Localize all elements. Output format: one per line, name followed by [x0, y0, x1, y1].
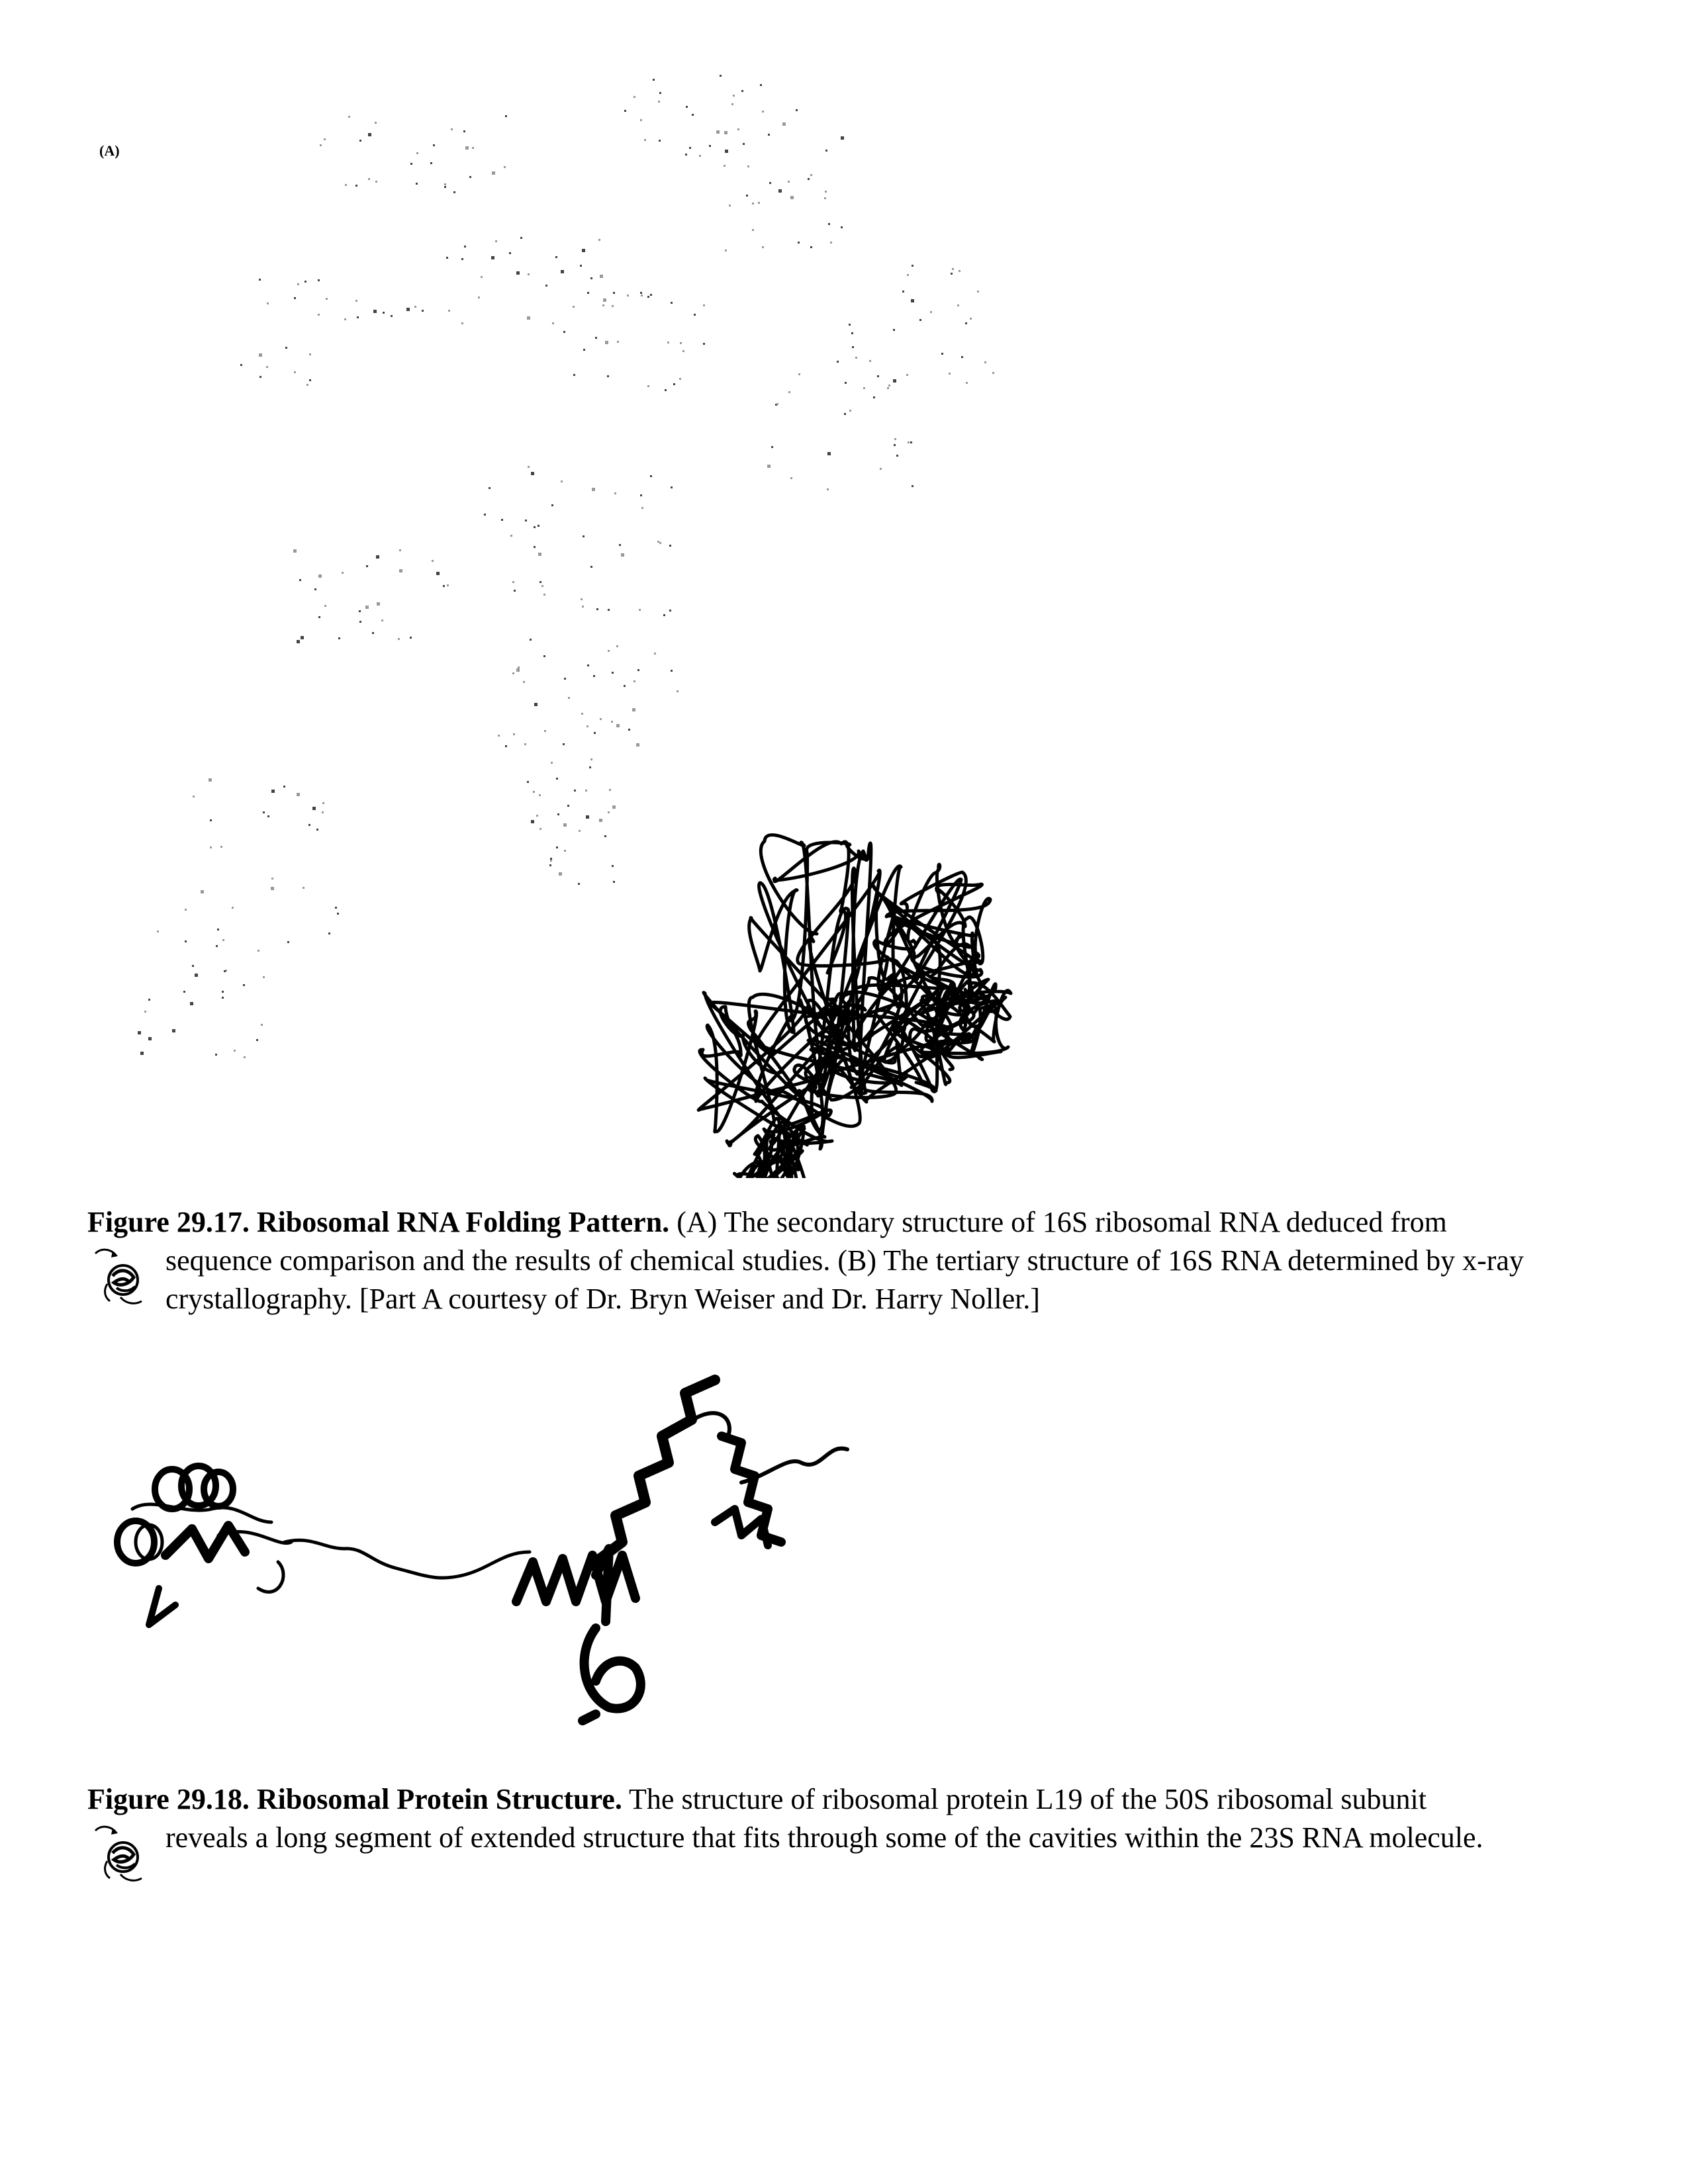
helix-lower: [578, 1623, 645, 1725]
ribosomal-protein-figure: [114, 1375, 849, 1725]
rrna-folding-figure: [138, 75, 1013, 1178]
panel-a-label: (A): [99, 142, 120, 159]
extended-linker: [283, 1538, 532, 1580]
caption-continuation: reveals a long segment of extended struc…: [165, 1821, 1483, 1854]
molecule-viewer-icon: [94, 1248, 142, 1304]
helix-central: [512, 1544, 640, 1626]
caption-continuation: sequence comparison and the results of c…: [165, 1244, 1524, 1315]
helix-long: [590, 1375, 731, 1567]
caption-first-line: Figure 29.17. Ribosomal RNA Folding Patt…: [87, 1203, 1570, 1242]
helix-right: [711, 1432, 849, 1549]
caption-title: Figure 29.17. Ribosomal RNA Folding Patt…: [87, 1206, 670, 1238]
caption-text: (A) The secondary structure of 16S ribos…: [669, 1206, 1447, 1238]
molecule-viewer-icon[interactable]: [90, 1821, 151, 1888]
caption-text: The structure of ribosomal protein L19 o…: [622, 1783, 1427, 1815]
globular-domain-left: [114, 1463, 293, 1628]
figure-caption-29-18: Figure 29.18. Ribosomal Protein Structur…: [87, 1780, 1570, 1857]
tertiary-structure-panel: [696, 833, 1013, 1178]
caption-title: Figure 29.18. Ribosomal Protein Structur…: [87, 1783, 622, 1815]
secondary-structure-panel: [138, 75, 994, 1058]
molecule-viewer-icon: [94, 1825, 142, 1882]
figure-caption-29-17: Figure 29.17. Ribosomal RNA Folding Patt…: [87, 1203, 1570, 1318]
caption-first-line: Figure 29.18. Ribosomal Protein Structur…: [87, 1780, 1570, 1819]
molecule-viewer-icon[interactable]: [90, 1244, 151, 1310]
